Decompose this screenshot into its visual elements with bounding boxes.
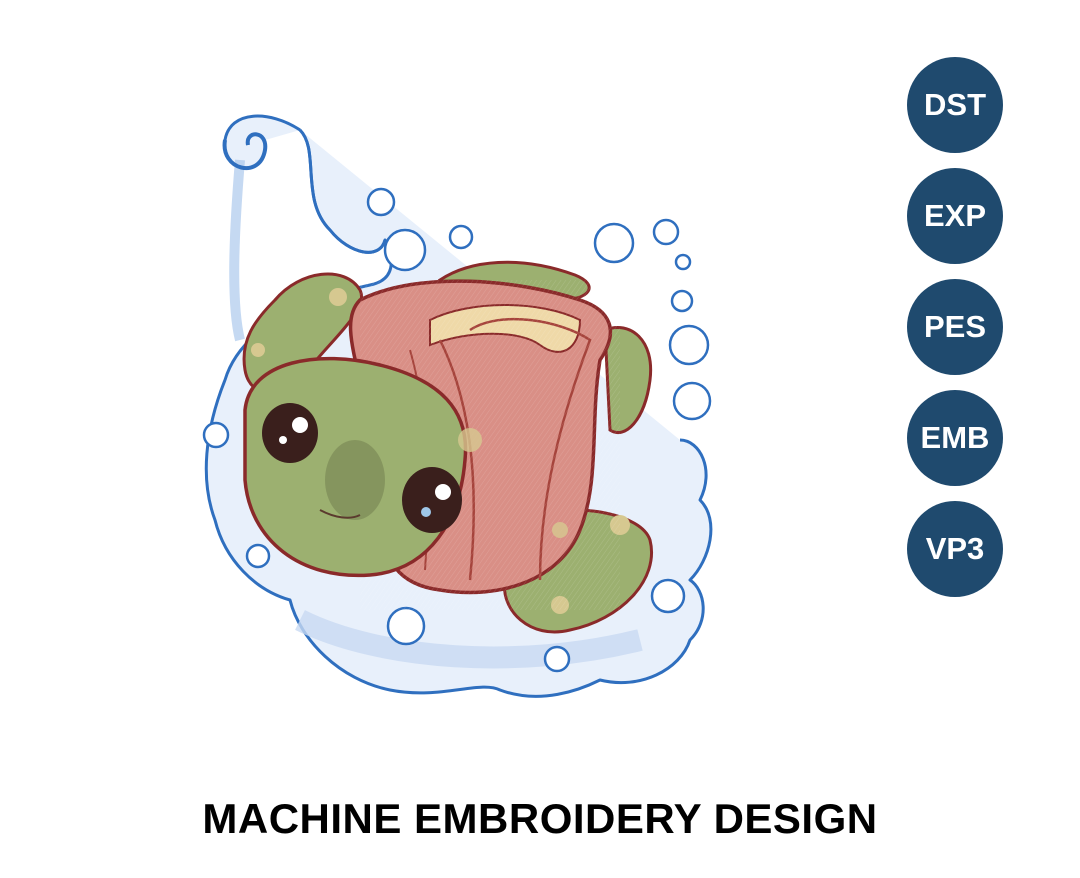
bubbles [202,187,712,673]
format-badge-exp: EXP [907,168,1003,264]
caption-title: MACHINE EMBROIDERY DESIGN [202,795,878,842]
turtle [242,260,653,634]
format-badges: DST EXP PES EMB VP3 [907,57,1003,612]
format-badge-pes: PES [907,279,1003,375]
turtle-embroidery-illustration [202,114,713,698]
format-badge-dst: DST [907,57,1003,153]
format-badge-vp3: VP3 [907,501,1003,597]
format-badge-emb: EMB [907,390,1003,486]
